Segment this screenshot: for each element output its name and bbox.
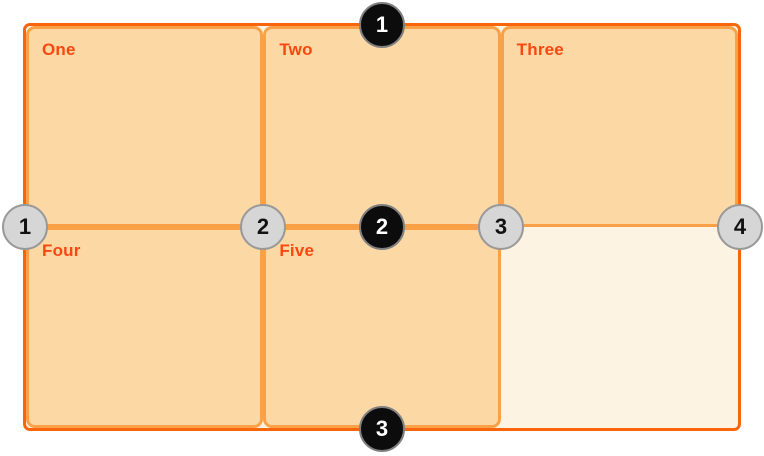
grid-cell-four: Four bbox=[26, 227, 264, 428]
column-line-marker-3: 3 bbox=[478, 204, 524, 250]
column-line-marker-label: 2 bbox=[256, 214, 270, 239]
cell-label: Four bbox=[42, 241, 81, 260]
row-line-marker-2: 2 bbox=[359, 204, 405, 250]
grid-container: One Two Three Four Five bbox=[23, 23, 741, 431]
column-line-marker-4: 4 bbox=[717, 204, 763, 250]
cell-label: Two bbox=[279, 40, 313, 59]
grid-cell-five: Five bbox=[263, 227, 501, 428]
cell-label: Three bbox=[516, 40, 564, 59]
cell-label: Five bbox=[279, 241, 315, 260]
row-line-marker-1: 1 bbox=[359, 2, 405, 48]
grid-cell-one: One bbox=[26, 26, 264, 227]
column-line-marker-label: 3 bbox=[494, 214, 508, 239]
row-line-marker-label: 2 bbox=[375, 214, 389, 239]
grid-cell-two: Two bbox=[263, 26, 501, 227]
column-line-marker-label: 1 bbox=[18, 214, 32, 239]
column-line-marker-label: 4 bbox=[733, 214, 747, 239]
grid-cell-three: Three bbox=[500, 26, 738, 227]
row-line-marker-3: 3 bbox=[359, 406, 405, 452]
cell-label: One bbox=[42, 40, 76, 59]
row-line-marker-label: 3 bbox=[375, 416, 389, 441]
column-line-marker-1: 1 bbox=[2, 204, 48, 250]
column-line-marker-2: 2 bbox=[240, 204, 286, 250]
grid-cell-empty bbox=[501, 227, 738, 428]
row-line-marker-label: 1 bbox=[375, 12, 389, 37]
